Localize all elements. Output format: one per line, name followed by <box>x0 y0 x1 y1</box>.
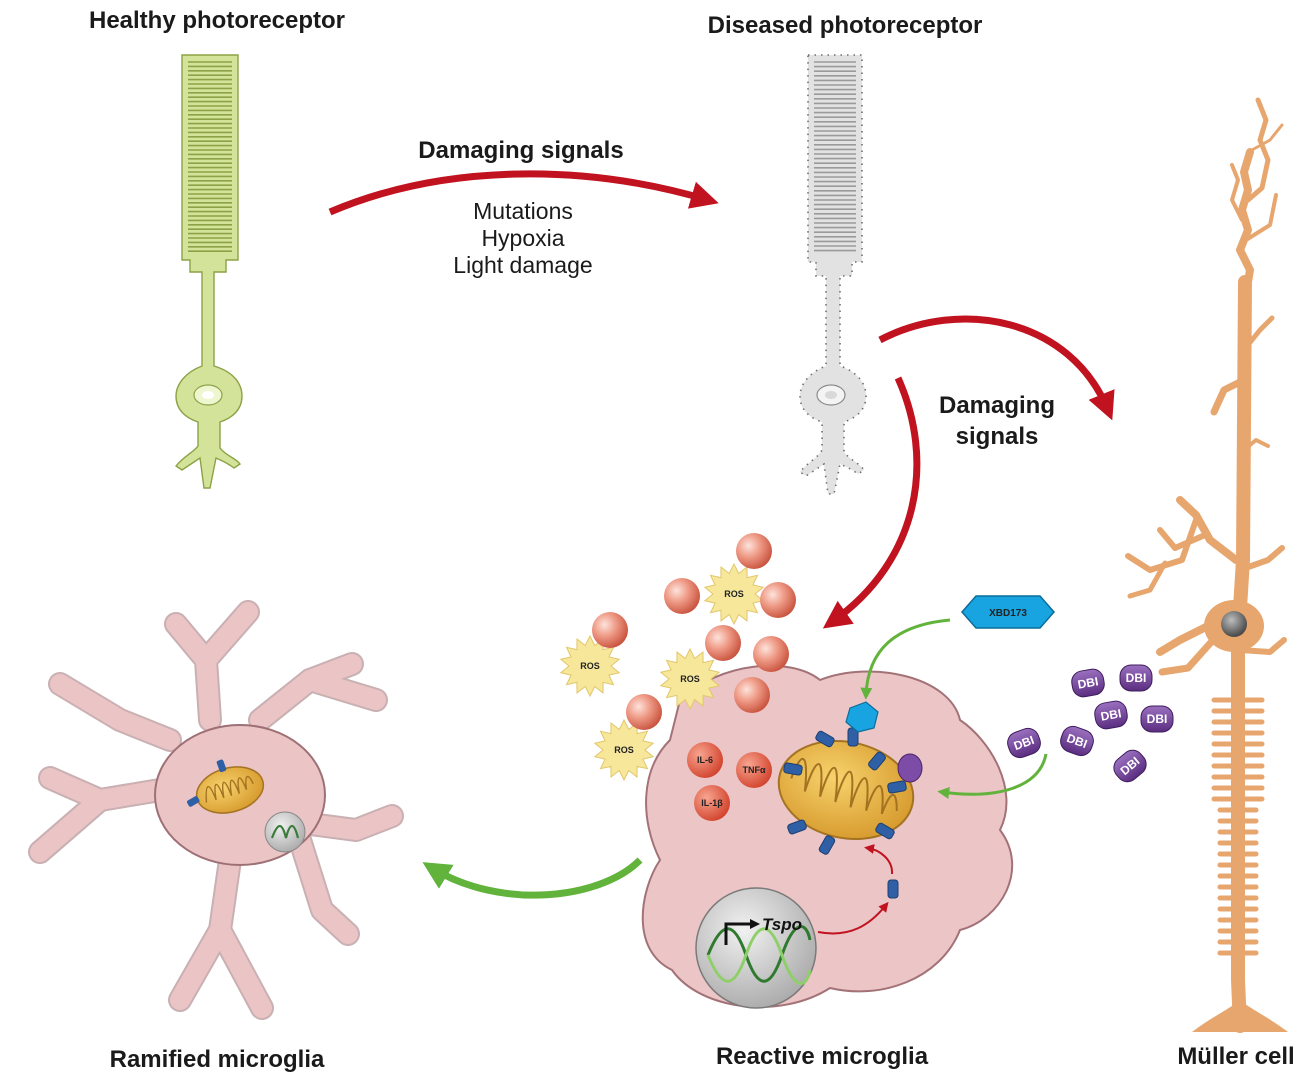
tspo-insertion-arrow <box>864 844 894 875</box>
muller-branch-g <box>1237 545 1285 573</box>
muller-branch-c <box>1125 517 1199 573</box>
dbi-label: DBI <box>1077 674 1100 691</box>
tspo-expression-arrow <box>817 901 889 935</box>
ros-label: ROS <box>580 661 600 671</box>
damaging-arrow-to-muller <box>878 315 1115 421</box>
diseased-nucleus-core <box>825 391 837 399</box>
dbi-molecule: DBI <box>1071 668 1105 698</box>
xbd173-label: XBD173 <box>989 608 1027 619</box>
cause-hypoxia: Hypoxia <box>481 225 564 251</box>
muller-nucleus <box>1221 611 1247 637</box>
ramified-dna <box>270 824 300 839</box>
xbd173-ligand: XBD173 <box>961 595 1055 629</box>
xbd173-bound <box>845 701 879 733</box>
reactive-microglia: IL-6 TNFα IL-1β T <box>641 664 1014 1070</box>
ros-star <box>703 562 765 626</box>
cytokine-tnfa <box>736 752 772 788</box>
reactive-nucleus <box>695 887 817 1009</box>
dbi-molecule: DBI <box>1094 700 1128 730</box>
muller-apical-branch-2 <box>1244 193 1278 242</box>
secreted-factor-sphere <box>626 694 662 730</box>
dbi-label: DBI <box>1065 731 1089 751</box>
diseased-photoreceptor-label: Diseased photoreceptor <box>708 12 983 39</box>
muller-branch-a <box>1176 496 1240 564</box>
muller-branch-f <box>1158 626 1226 676</box>
dbi-molecule: DBI <box>1113 749 1147 783</box>
muller-apical-branch-4 <box>1250 123 1284 152</box>
dbi-molecule: DBI <box>1007 727 1041 759</box>
ros-label: ROS <box>724 589 744 599</box>
diseased-photoreceptor: Diseased photoreceptor <box>708 12 983 495</box>
xbd173-arrow <box>860 618 951 700</box>
dbi-label: DBI <box>1147 712 1168 726</box>
cytokine-il1b-label: IL-1β <box>701 798 723 808</box>
cytokine-tnfa-label: TNFα <box>742 765 765 775</box>
dbi-label: DBI <box>1126 671 1147 685</box>
cytokine-il6 <box>687 742 723 778</box>
dbi-label: DBI <box>1100 706 1123 723</box>
muller-side-process-3 <box>1242 438 1270 452</box>
muller-side-process-1 <box>1210 376 1248 416</box>
cause-mutations: Mutations <box>473 198 573 224</box>
secreted-factor-sphere <box>736 533 772 569</box>
muller-apical-branch-3 <box>1230 163 1244 222</box>
muller-branch-d <box>1127 560 1168 599</box>
healthy-photoreceptor: Healthy photoreceptor <box>89 7 345 489</box>
dbi-arrow <box>937 753 1048 799</box>
dbi-bound <box>897 753 923 783</box>
damaging-signals-label: Damaging signals <box>418 137 623 164</box>
muller-branch-b <box>1157 527 1208 551</box>
secreted-factors <box>592 533 796 730</box>
damaging-side-label-2: signals <box>956 423 1039 450</box>
cause-light-damage: Light damage <box>453 252 592 278</box>
healthy-photoreceptor-label: Healthy photoreceptor <box>89 7 345 34</box>
ramified-microglia: Ramified microglia <box>28 600 404 1073</box>
reactive-microglia-label: Reactive microglia <box>716 1043 929 1070</box>
ros-label: ROS <box>680 674 700 684</box>
ramified-mitochondrion <box>187 759 265 814</box>
muller-branch-h <box>1237 637 1287 655</box>
cytokine-il1b <box>694 785 730 821</box>
tspo-gene-label: Tspo <box>762 915 802 934</box>
ramified-microglia-label: Ramified microglia <box>110 1046 325 1073</box>
cytokine-il6-label: IL-6 <box>697 755 713 765</box>
secreted-factor-sphere <box>705 625 741 661</box>
ros-star <box>593 718 655 782</box>
diseased-discs <box>814 61 856 252</box>
muller-cell-label: Müller cell <box>1177 1043 1294 1070</box>
ros-label: ROS <box>614 745 634 755</box>
healthy-nucleus-core <box>202 391 214 399</box>
muller-trunk <box>1231 275 1252 1033</box>
ros-star <box>659 647 721 711</box>
dbi-molecule: DBI <box>1119 664 1153 692</box>
damaging-side-label-1: Damaging <box>939 392 1055 419</box>
dbi-molecule: DBI <box>1060 725 1094 757</box>
damaging-signals-arrow-top <box>328 170 719 216</box>
dbi-label: DBI <box>1012 733 1036 753</box>
secreted-factor-sphere <box>592 612 628 648</box>
muller-side-process-2 <box>1241 315 1275 353</box>
dbi-molecule: DBI <box>1140 705 1174 733</box>
damaging-arrow-to-microglia <box>822 376 921 629</box>
muller-cell: Müller cell <box>1125 97 1295 1070</box>
healthy-discs <box>188 61 232 252</box>
recovery-arrow-to-ramified <box>422 857 643 899</box>
muller-apical-process <box>1236 148 1254 304</box>
muller-side-rungs <box>1211 697 1265 956</box>
diseased-photoreceptor-body <box>798 54 867 495</box>
ros-group: ROS ROS ROS ROS <box>559 562 765 782</box>
muller-apical-branch-1 <box>1245 97 1271 203</box>
secreted-factor-sphere <box>734 677 770 713</box>
tspo-receptors <box>783 727 907 899</box>
secreted-factor-sphere <box>664 578 700 614</box>
tspo-promoter-arrow <box>724 922 752 945</box>
secreted-factor-sphere <box>760 582 796 618</box>
muller-endfoot <box>1192 1000 1288 1032</box>
ros-star <box>559 634 621 698</box>
secreted-factor-sphere <box>753 636 789 672</box>
